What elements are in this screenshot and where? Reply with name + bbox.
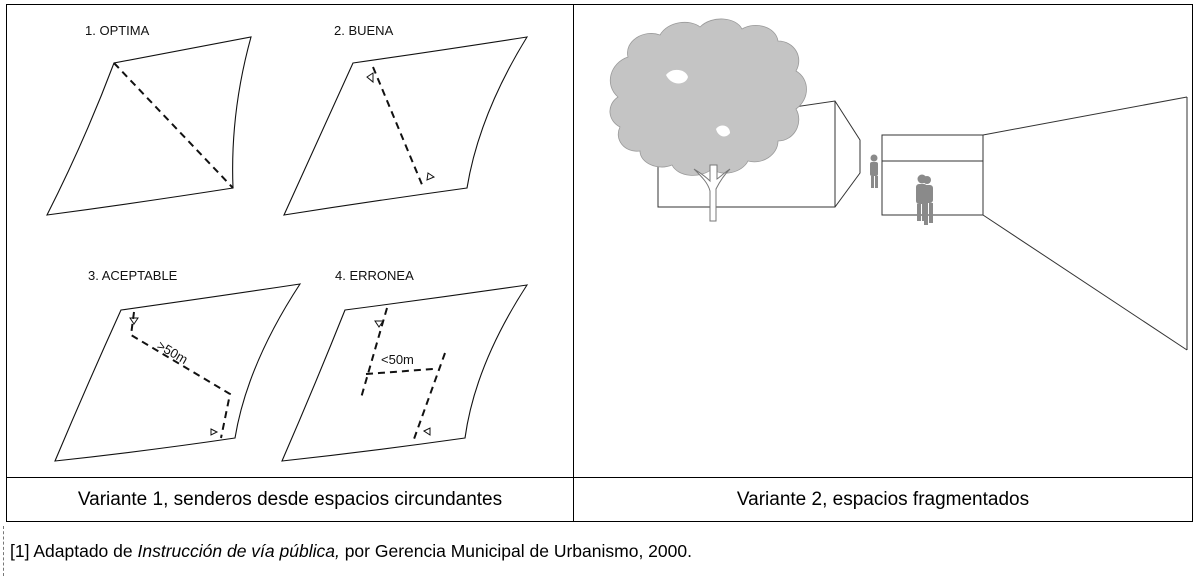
people-figures (870, 154, 933, 225)
footnote-suffix: por Gerencia Municipal de Urbanismo, 200… (339, 541, 692, 561)
path-line-1 (113, 62, 234, 189)
perspective-wall-top (982, 96, 1188, 136)
diagram-label-aceptable: 3. ACEPTABLE (88, 268, 178, 283)
tree-illustration (609, 18, 807, 222)
diagram-label-buena: 2. BUENA (334, 23, 394, 38)
tree-canopy (609, 18, 807, 176)
path-line-2 (372, 66, 424, 188)
plaza-outline-1 (46, 36, 252, 216)
figure-table: 1. OPTIMA 2. BUENA 3. ACEPTABLE 4. ERRON… (6, 4, 1193, 522)
left-panel-caption: Variante 1, senderos desde espacios circ… (77, 488, 503, 510)
plaza-outline-3 (54, 283, 302, 462)
right-panel-caption: Variante 2, espacios fragmentados (736, 488, 1030, 510)
entry-marker (129, 317, 139, 325)
distance-label-less: <50m (381, 352, 414, 367)
person-figure (870, 154, 878, 188)
path-line-3 (129, 311, 232, 439)
exit-marker (210, 428, 219, 436)
entry-marker (374, 320, 384, 328)
person-figure (923, 176, 933, 225)
path-line-4c (413, 352, 446, 440)
source-footnote: [1] Adaptado de Instrucción de vía públi… (10, 541, 692, 562)
tree-trunk (693, 164, 731, 222)
perspective-wall-bottom (982, 214, 1188, 351)
diagram-label-optima: 1. OPTIMA (85, 23, 150, 38)
exit-marker (423, 427, 431, 436)
path-variants-drawing: 1. OPTIMA 2. BUENA 3. ACEPTABLE 4. ERRON… (46, 23, 529, 462)
fragmented-spaces-panel (574, 5, 1192, 477)
footnote-source-title: Instrucción de vía pública, (137, 541, 340, 561)
caption-divider (7, 477, 1192, 478)
margin-dash-marker (3, 526, 4, 576)
column-divider (573, 5, 574, 521)
distance-label-greater: >50m (155, 338, 191, 367)
exit-marker (426, 172, 436, 181)
diagram-label-erronea: 4. ERRONEA (335, 268, 414, 283)
plaza-outline-4 (281, 284, 529, 462)
path-line-4a (360, 307, 388, 399)
entry-marker (366, 72, 374, 84)
path-variants-panel: 1. OPTIMA 2. BUENA 3. ACEPTABLE 4. ERRON… (7, 5, 573, 477)
footnote-prefix: [1] Adaptado de (10, 541, 138, 561)
fragmented-spaces-drawing (609, 18, 1188, 351)
plaza-outline-2 (283, 36, 529, 216)
path-line-4b (365, 368, 434, 375)
